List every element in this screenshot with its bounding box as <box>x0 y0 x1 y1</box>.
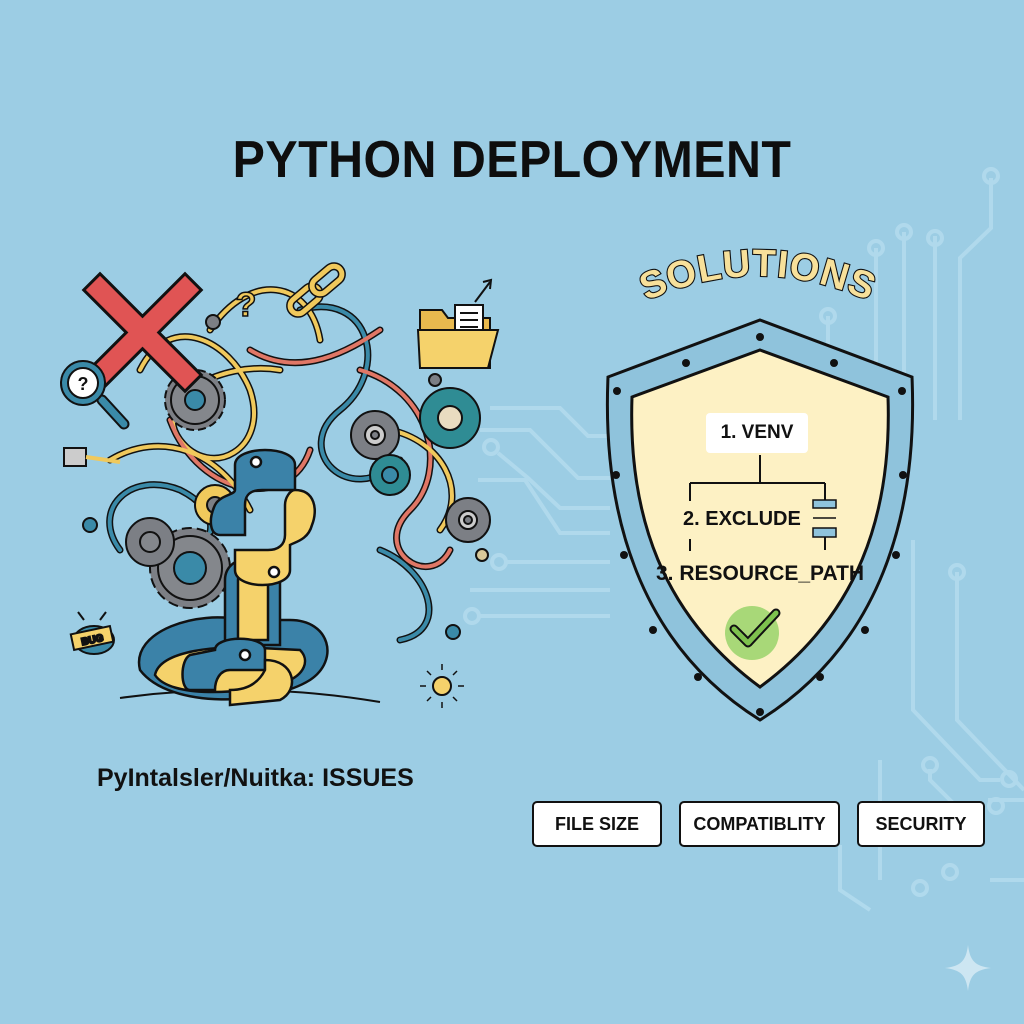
svg-text:?: ? <box>78 374 89 394</box>
bug-icon: BUG <box>69 611 115 655</box>
tag-file-size[interactable]: FILE SIZE <box>532 801 662 847</box>
tangled-dependencies-illustration: ? ? <box>60 262 500 708</box>
magnifier-question-icon: ? <box>60 360 130 430</box>
question-mark-icon: ? <box>235 285 257 325</box>
gear-icon <box>350 410 400 460</box>
red-x-icon <box>81 271 204 394</box>
shield-icon <box>605 318 915 722</box>
gear-icon <box>125 517 175 567</box>
chain-link-icon <box>286 262 346 318</box>
folder-export-icon <box>416 278 500 369</box>
solution-step-exclude: 2. EXCLUDE <box>683 508 801 530</box>
tag-compatibility[interactable]: COMPATIBLITY <box>679 801 840 847</box>
solutions-heading: SOLUTIONS <box>633 245 882 310</box>
svg-text:?: ? <box>236 286 257 324</box>
tag-security[interactable]: SECURITY <box>857 801 985 847</box>
gear-icon <box>419 387 481 449</box>
sparkle-icon <box>945 945 991 991</box>
checkmark-icon <box>725 606 781 660</box>
issue-tags: FILE SIZE COMPATIBLITY SECURITY <box>532 801 985 847</box>
svg-text:SOLUTIONS: SOLUTIONS <box>634 245 882 309</box>
python-logo-icon <box>137 448 329 707</box>
cable-plug-icon <box>63 314 489 640</box>
page-title: PYTHON DEPLOYMENT <box>232 131 792 189</box>
gear-icon <box>445 497 491 543</box>
gear-icon <box>369 454 411 496</box>
issues-label: PyIntalsler/Nuitka: ISSUES <box>97 764 414 792</box>
solution-step-resource-path: 3. RESOURCE_PATH <box>656 562 865 585</box>
solution-step-venv: 1. VENV <box>706 413 808 453</box>
sun-bug-icon <box>420 664 464 708</box>
